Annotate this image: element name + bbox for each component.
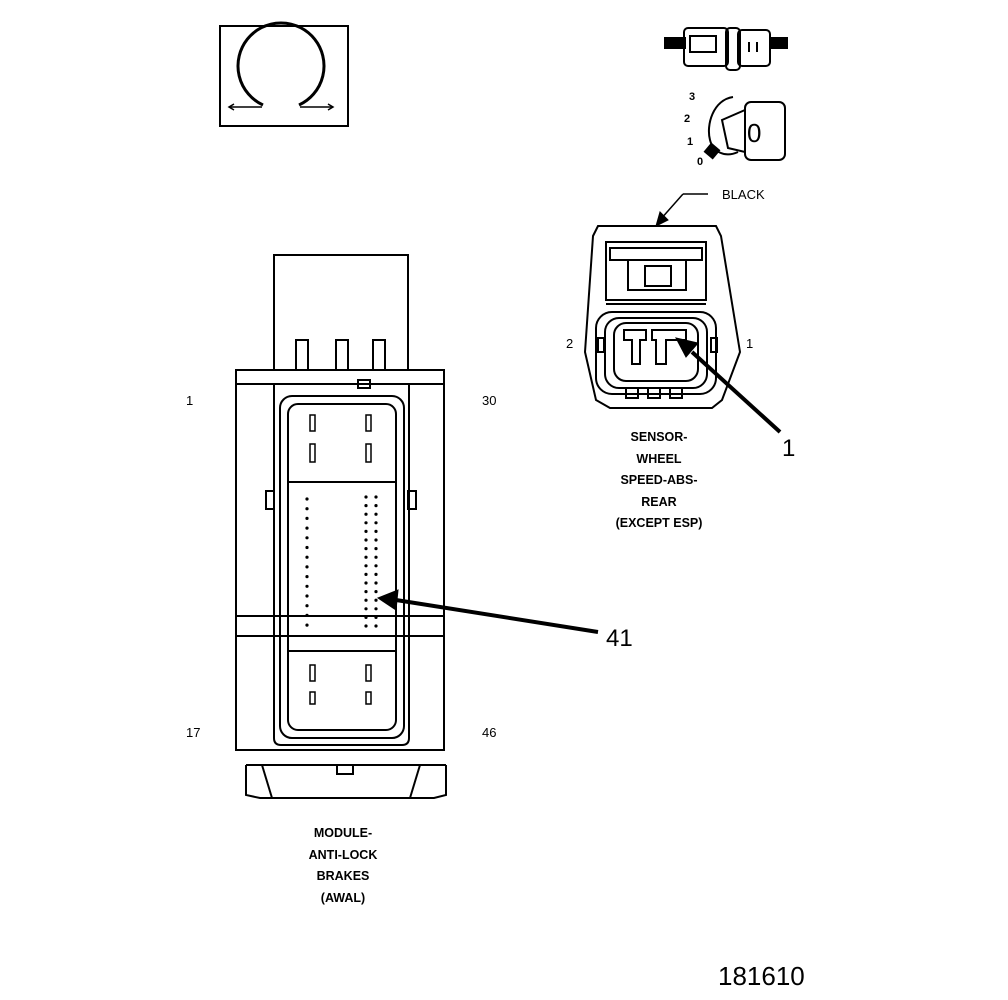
module-pin-label-46: 46 (482, 725, 497, 740)
rotation-symbol (219, 21, 349, 127)
pin-cavity-dot (374, 547, 378, 551)
pin-cavity-dot (305, 613, 309, 618)
leader-lines (376, 193, 782, 634)
pin-cavity-dot (364, 512, 368, 516)
module-caption: MODULE- ANTI-LOCK BRAKES (AWAL) (264, 823, 422, 909)
pin-cavity-dot (364, 615, 368, 620)
pin-cavity-dot (364, 590, 368, 594)
pin-cavity-dot (305, 536, 309, 540)
sensor-callout: 1 (782, 435, 796, 462)
dial-position-0: 0 (697, 156, 704, 168)
pin-cavity-dot (305, 497, 309, 501)
sensor-caption-line: REAR (641, 494, 677, 509)
pin-cavity-dot (374, 495, 378, 499)
pin-cavity-dot (305, 565, 309, 569)
pin-cavity-dot (305, 526, 309, 530)
dial-key-label: 0 (747, 118, 762, 148)
pin-cavity-dot (374, 564, 378, 568)
pin-cavity-dot (374, 590, 378, 594)
pin-cavity-dot (374, 581, 378, 585)
sensor-caption-line: (EXCEPT ESP) (615, 516, 703, 530)
pin-cavity-dot (305, 575, 309, 579)
pin-cavity-dot (374, 529, 378, 534)
dial-position-2: 2 (684, 113, 691, 125)
pin-cavity-dot (374, 615, 378, 620)
pin-cavity-dot (374, 624, 378, 628)
module-pin-label-1: 1 (186, 393, 194, 408)
sensor-caption-line: SENSOR- (630, 430, 688, 444)
pin-cavity-dot (374, 512, 378, 516)
pin-cavity-dot (364, 521, 368, 525)
pin-cavity-dot (305, 594, 309, 598)
module-pin-label-30: 30 (482, 393, 497, 408)
pin-cavity-dot (364, 504, 368, 508)
pin-cavity-dot (364, 555, 368, 559)
sensor-pin-label-left: 2 (566, 336, 574, 351)
module-caption-line: MODULE- (313, 826, 373, 840)
module-callout: 41 (606, 625, 633, 652)
pin-cavity-dot (364, 598, 368, 602)
pin-cavity-dot (305, 516, 309, 521)
inline-connector-icon (664, 27, 788, 71)
pin-cavity-dot (305, 604, 309, 608)
pin-cavity-dot (374, 555, 378, 559)
module-caption-line: ANTI-LOCK (308, 847, 378, 862)
pin-cavity-dot (305, 623, 309, 627)
pin-cavity-dot (364, 529, 368, 534)
dial-position-1: 1 (687, 136, 694, 148)
wheel-speed-sensor-connector (583, 225, 742, 409)
pin-cavity-dot (364, 624, 368, 628)
pin-cavity-dot (374, 598, 378, 602)
pin-cavity-dot (305, 507, 309, 511)
pin-cavity-dot (374, 538, 378, 542)
pin-cavity-dot (364, 607, 368, 611)
sensor-pin-label-right: 1 (746, 336, 754, 351)
pin-cavity-dot (364, 572, 368, 577)
lock-dial-icon (703, 96, 786, 161)
sensor-caption: SENSOR- WHEEL SPEED-ABS- REAR (EXCEPT ES… (580, 427, 738, 535)
pin-cavity-dot (305, 555, 309, 559)
pin-cavity-dot (305, 584, 309, 588)
sensor-caption-line: WHEEL (636, 451, 682, 466)
sensor-color-label: BLACK (722, 187, 765, 202)
sensor-caption-line: SPEED-ABS- (620, 473, 698, 487)
pin-cavity-dot (374, 572, 378, 577)
pin-cavity-dot (364, 538, 368, 542)
pin-cavity-dot (364, 495, 368, 499)
module-caption-line: BRAKES (316, 869, 370, 883)
pin-cavity-dot (374, 521, 378, 525)
dial-position-3: 3 (689, 91, 696, 103)
pin-cavity-dot (374, 607, 378, 611)
pin-cavity-dot (364, 581, 368, 585)
module-caption-line: (AWAL) (320, 890, 366, 905)
abs-module-connector (235, 254, 447, 799)
pin-cavity-dot (374, 504, 378, 508)
pin-cavity-dot (364, 547, 368, 551)
pin-cavity-dot (305, 545, 309, 550)
module-pin-label-17: 17 (186, 725, 201, 740)
figure-number: 181610 (718, 961, 805, 991)
pin-cavity-dot (364, 564, 368, 568)
